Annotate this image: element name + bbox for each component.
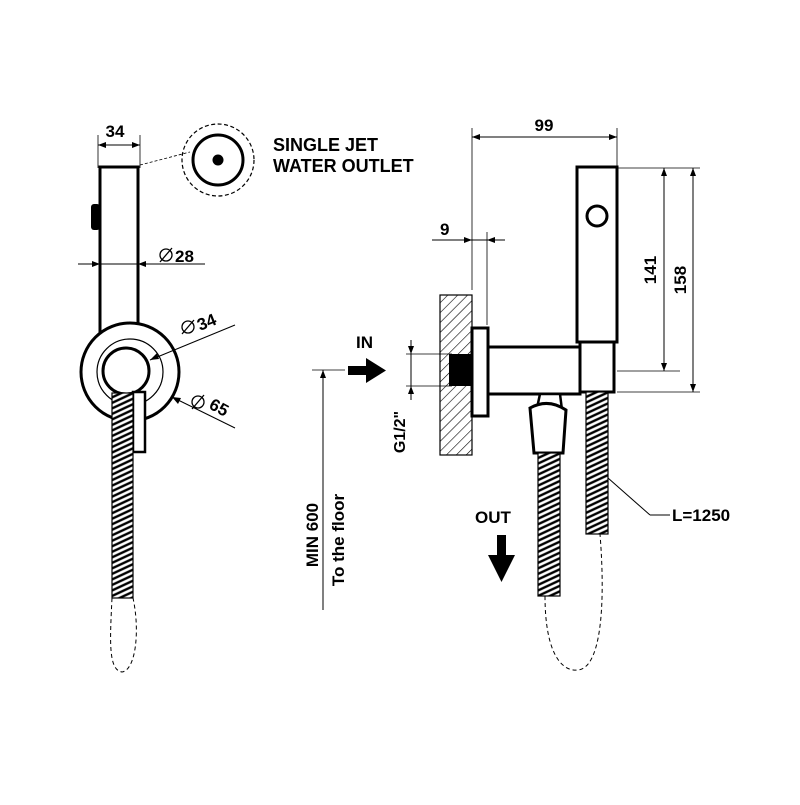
handset-button xyxy=(91,204,100,230)
label-min-line1: MIN 600 xyxy=(303,503,322,567)
label-offset-9: 9 xyxy=(440,220,449,239)
handset-button-side xyxy=(585,204,609,228)
hose-front xyxy=(110,390,147,673)
label-min-line2: To the floor xyxy=(329,494,348,587)
jet-outlet-detail xyxy=(181,123,255,197)
label-height-141: 141 xyxy=(641,256,660,284)
label-dia-34: 34 xyxy=(194,310,219,335)
label-height-158: 158 xyxy=(671,266,690,294)
label-jet-line2: WATER OUTLET xyxy=(273,156,414,176)
label-in: IN xyxy=(356,333,373,352)
label-dia-28: 28 xyxy=(175,247,194,266)
side-view: 99 9 141 158 xyxy=(303,116,730,671)
label-thread: G1/2" xyxy=(392,411,409,453)
handset-body xyxy=(98,165,140,341)
dim-offset-9: 9 xyxy=(432,220,505,325)
label-hose-length: L=1250 xyxy=(672,506,730,525)
dim-width-handset: 34 xyxy=(97,122,141,168)
hose-side xyxy=(537,391,609,671)
label-out: OUT xyxy=(475,508,512,527)
label-width-handset: 34 xyxy=(106,122,125,141)
dim-heights: 141 158 xyxy=(617,167,700,393)
out-arrow xyxy=(488,535,515,582)
label-width-total: 99 xyxy=(535,116,554,135)
dim-thread: G1/2" xyxy=(392,340,452,453)
in-arrow xyxy=(348,358,386,383)
dim-width-total: 99 xyxy=(471,116,618,290)
dim-dia-28: 28 xyxy=(78,247,205,267)
front-view: 34 SINGLE JET WATER OUTLET 28 xyxy=(78,122,414,673)
valve-body xyxy=(449,326,582,455)
dim-min-600: MIN 600 To the floor xyxy=(303,369,348,610)
dim-dia-65: 65 xyxy=(171,394,236,429)
label-jet-line1: SINGLE JET xyxy=(273,135,378,155)
dim-hose-length: L=1250 xyxy=(607,477,730,525)
label-dia-65: 65 xyxy=(206,395,232,421)
handset-side xyxy=(575,165,619,344)
